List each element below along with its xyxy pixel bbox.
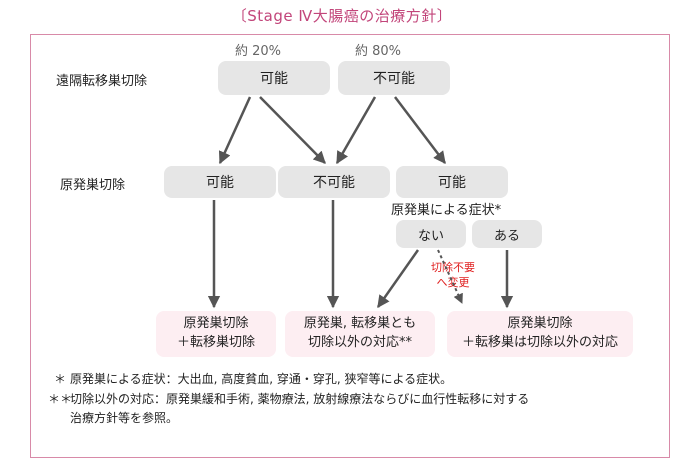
- symptom-question: 原発巣による症状*: [391, 203, 502, 218]
- primary-possible-left-box: 可能: [164, 166, 276, 198]
- metastasis-impossible-box: 不可能: [338, 61, 450, 95]
- footnote-single-mark: ＊: [54, 372, 67, 386]
- arrow-none-to-result-middle: [376, 249, 420, 309]
- primary-impossible-box: 不可能: [278, 166, 390, 198]
- result-middle-box: 原発巣, 転移巣とも 切除以外の対応**: [285, 311, 435, 357]
- row-label-primary: 原発巣切除: [60, 178, 126, 193]
- diagram-frame: [30, 34, 670, 458]
- percentage-right: 約 80%: [354, 44, 402, 59]
- arrow-possible-to-primary-impossible: [259, 96, 326, 164]
- symptom-present-box: ある: [472, 220, 542, 248]
- result-left-box: 原発巣切除 ＋転移巣切除: [156, 311, 276, 357]
- footnote-double-mark: ＊＊: [48, 392, 73, 406]
- symptom-none-box: ない: [396, 220, 466, 248]
- result-right-box: 原発巣切除 ＋転移巣は切除以外の対応: [447, 311, 633, 357]
- footnote-single: 原発巣による症状：大出血, 高度貧血, 穿通・穿孔, 狭窄等による症状。: [70, 372, 453, 386]
- footnote-double: 切除以外の対応：原発巣緩和手術, 薬物療法, 放射線療法ならびに血行性転移に対す…: [70, 392, 530, 425]
- row-label-metastasis: 遠隔転移巣切除: [56, 74, 148, 89]
- change-to-no-resection-label: 切除不要 へ変更: [431, 261, 475, 289]
- arrow-impossible-to-primary-possible: [394, 96, 446, 164]
- percentage-left: 約 20%: [234, 44, 282, 59]
- primary-possible-right-box: 可能: [396, 166, 508, 198]
- arrow-possible-to-primary-possible: [218, 96, 252, 165]
- arrow-impossible-to-primary-impossible: [335, 96, 377, 165]
- page-title: 〔Stage Ⅳ大腸癌の治療方針〕: [231, 7, 453, 25]
- dashed-arrow-none-to-result-right: [437, 249, 463, 304]
- metastasis-possible-box: 可能: [218, 61, 330, 95]
